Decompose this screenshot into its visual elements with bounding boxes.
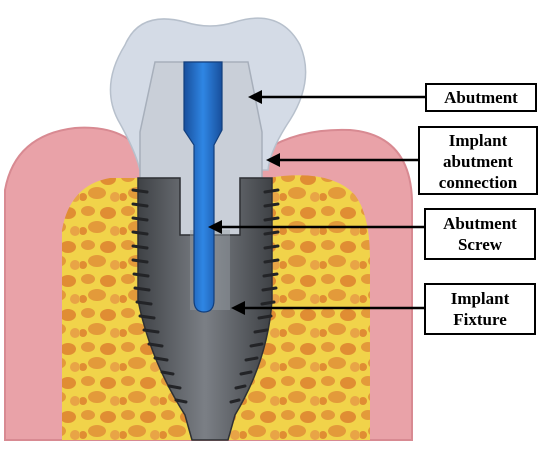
label-abutment-text: Abutment bbox=[427, 85, 535, 110]
label-implant-fixture: Implant Fixture bbox=[424, 283, 536, 335]
label-connection-line1: Implant bbox=[420, 130, 536, 151]
label-screw-line1: Abutment bbox=[426, 213, 534, 234]
label-fixture-line2: Fixture bbox=[426, 309, 534, 330]
label-abutment: Abutment bbox=[425, 83, 537, 112]
label-abutment-screw: Abutment Screw bbox=[424, 208, 536, 260]
label-implant-abutment-connection: Implant abutment connection bbox=[418, 126, 538, 195]
label-fixture-line1: Implant bbox=[426, 288, 534, 309]
label-screw-line2: Screw bbox=[426, 234, 534, 255]
label-connection-line2: abutment bbox=[420, 151, 536, 172]
label-connection-line3: connection bbox=[420, 172, 536, 193]
